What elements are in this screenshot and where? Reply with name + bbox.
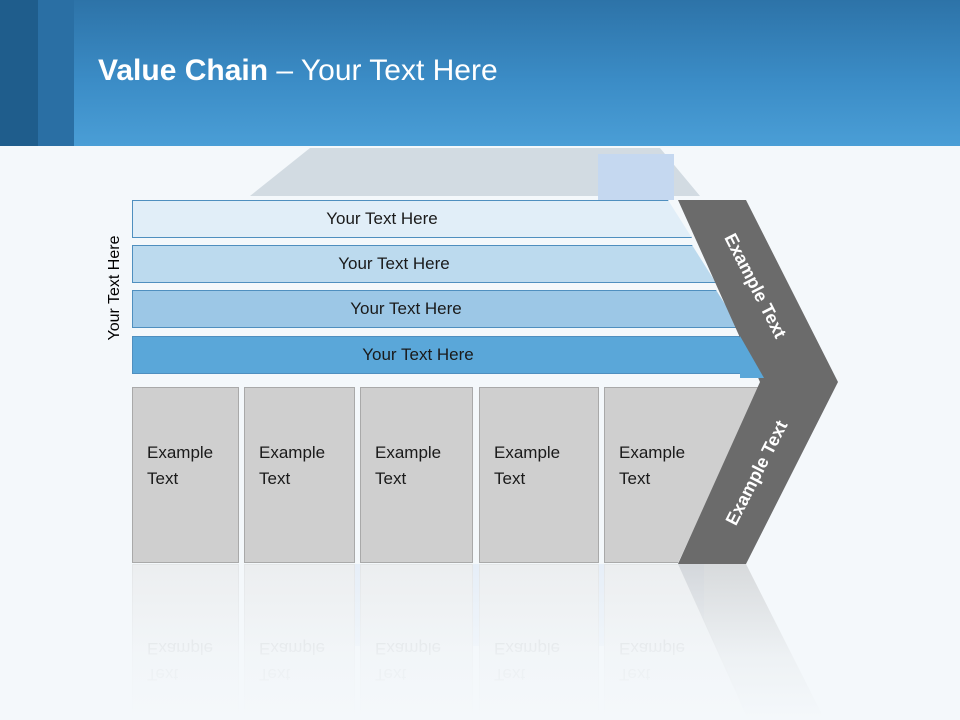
chevron-shape — [678, 200, 838, 564]
header-stripe — [38, 0, 74, 146]
box-label-line1: Example — [375, 443, 442, 462]
value-chain-bar-4: Your Text Here — [132, 336, 764, 374]
page-title: Value Chain – Your Text Here — [98, 54, 498, 88]
box-label-line2: Text — [494, 469, 526, 488]
box-label-line2: Text — [619, 469, 651, 488]
value-chain-bar-1: Your Text Here — [132, 200, 692, 238]
title-bold: Value Chain — [98, 54, 269, 87]
box-label-line1: Example — [259, 443, 326, 462]
reflection-fade — [0, 564, 960, 720]
value-chain-bar-2: Your Text Here — [132, 245, 716, 283]
bar-label: Your Text Here — [338, 254, 450, 273]
title-rest: – Your Text Here — [268, 54, 498, 87]
bar-label: Your Text Here — [350, 299, 462, 318]
bar-label: Your Text Here — [326, 209, 438, 228]
header-banner: Value Chain – Your Text Here — [0, 0, 960, 146]
box-label-line2: Text — [147, 469, 179, 488]
bar-label: Your Text Here — [362, 345, 474, 364]
bar-4-tip — [740, 336, 764, 378]
header-stripe — [0, 0, 38, 146]
box-label-line2: Text — [259, 469, 291, 488]
box-label-line1: Example — [494, 443, 561, 462]
box-label-line1: Example — [619, 443, 686, 462]
box-label-line2: Text — [375, 469, 407, 488]
value-chain-bar-3: Your Text Here — [132, 290, 740, 328]
box-label-line1: Example — [147, 443, 214, 462]
